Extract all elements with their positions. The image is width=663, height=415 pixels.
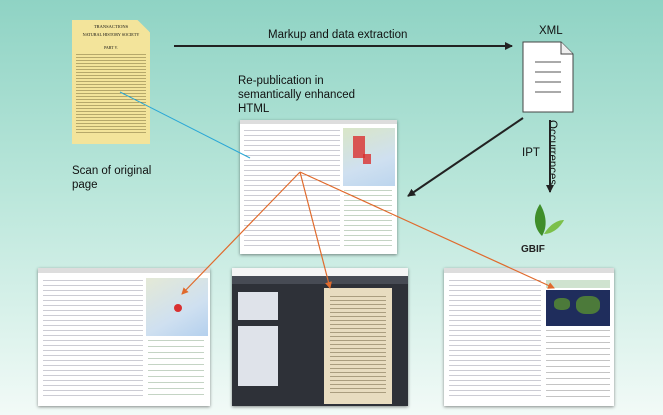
scan-document-icon: TRANSACTIONS NATURAL HISTORY SOCIETY PAR… — [72, 20, 150, 144]
gbif-label: GBIF — [521, 244, 545, 255]
gbif-view-text — [449, 280, 541, 400]
html-text-column — [244, 130, 340, 248]
gbif-view-screenshot — [444, 268, 614, 406]
xml-file-icon — [522, 41, 574, 113]
gbif-leaf-icon — [534, 204, 564, 236]
republication-label: Re-publication in semantically enhanced … — [238, 75, 355, 115]
scan-text-lines — [76, 54, 146, 134]
scan-viewer-screenshot — [232, 268, 408, 406]
arrow-republication — [407, 117, 524, 197]
html-map — [343, 128, 395, 186]
scan-part: PART V. — [104, 45, 118, 50]
scan-viewer-page — [324, 288, 392, 404]
scan-title-2: NATURAL HISTORY SOCIETY — [82, 32, 140, 37]
map-view-text — [43, 280, 143, 400]
map-view-map — [146, 278, 208, 336]
gbif-view-details — [546, 330, 610, 400]
gbif-world-map — [546, 290, 610, 326]
ipt-label: IPT — [522, 147, 540, 159]
occurrences-label: Occurrences — [546, 120, 558, 186]
scan-title-1: TRANSACTIONS — [93, 24, 129, 29]
map-view-list — [148, 340, 204, 400]
xml-label: XML — [539, 25, 563, 37]
html-list — [344, 190, 392, 250]
html-page-screenshot — [240, 120, 397, 254]
scan-label: Scan of original page — [72, 165, 152, 191]
map-view-screenshot — [38, 268, 210, 406]
markup-label: Markup and data extraction — [268, 29, 408, 41]
